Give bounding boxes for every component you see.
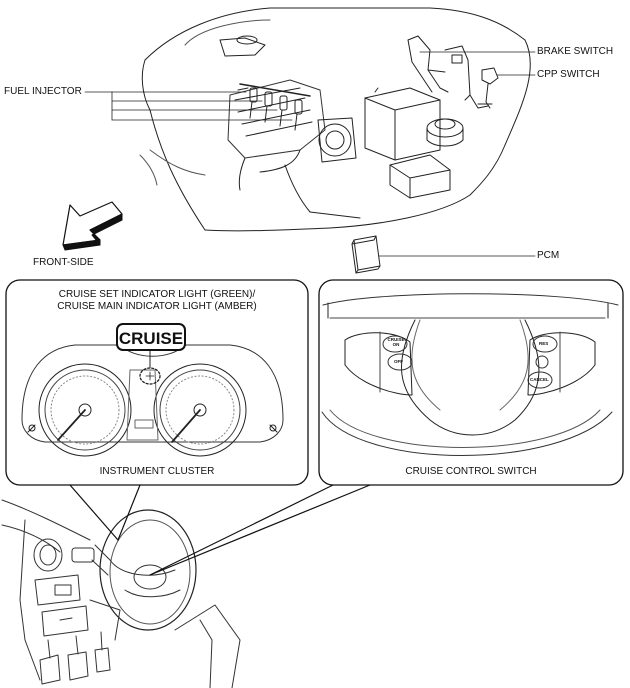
switch-label-off: OFF xyxy=(394,359,403,364)
label-indicator-line2: CRUISE MAIN INDICATOR LIGHT (AMBER) xyxy=(57,301,257,312)
instrument-cluster-callout xyxy=(5,279,309,486)
leader-lines-top xyxy=(84,51,536,257)
pcm-module xyxy=(351,235,381,274)
front-side-arrow-icon xyxy=(62,201,123,251)
fuel-injector-row xyxy=(237,83,311,131)
label-cpp-switch: CPP SWITCH xyxy=(537,69,600,80)
label-cruise-control-switch: CRUISE CONTROL SWITCH xyxy=(405,466,537,477)
label-instrument-cluster: INSTRUMENT CLUSTER xyxy=(99,466,215,477)
label-brake-switch: BRAKE SWITCH xyxy=(537,46,614,57)
cruise-switch-callout xyxy=(318,279,624,486)
engine-compartment xyxy=(139,7,531,232)
switch-label-cancel: CANCEL xyxy=(530,377,549,382)
callout-pointers xyxy=(69,484,371,576)
switch-label-cruise-on: CRUISE ON xyxy=(387,337,405,347)
driver-area xyxy=(1,499,241,688)
brake-pedal-bracket xyxy=(407,35,489,109)
switch-label-res: RES xyxy=(539,341,549,346)
label-indicator-line1: CRUISE SET INDICATOR LIGHT (GREEN)/ xyxy=(58,289,256,300)
label-pcm: PCM xyxy=(537,250,560,261)
cpp-switch xyxy=(477,67,499,109)
engine-intake xyxy=(227,79,361,219)
cruise-indicator-badge: CRUISE xyxy=(116,323,186,351)
label-fuel-injector: FUEL INJECTOR xyxy=(4,86,82,97)
battery xyxy=(364,87,441,161)
label-front-side: FRONT-SIDE xyxy=(33,257,94,268)
